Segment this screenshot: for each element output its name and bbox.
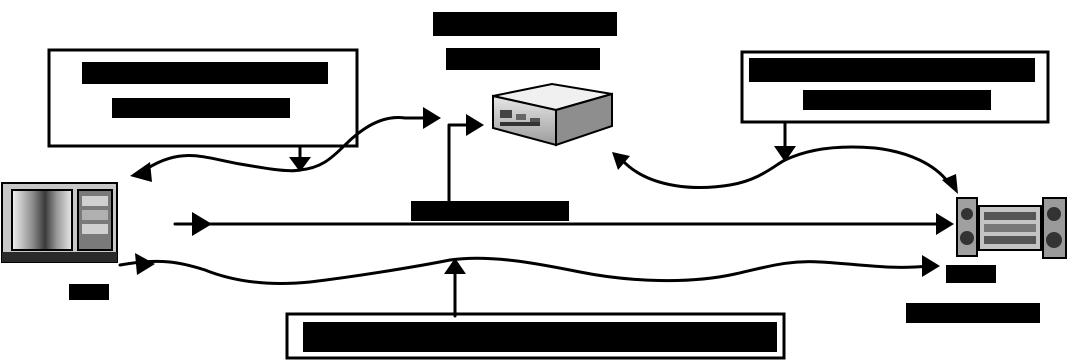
callout-top-right: [742, 52, 1048, 122]
arrowhead: [936, 213, 954, 235]
arrowhead: [192, 212, 212, 236]
arrowhead: [135, 253, 155, 275]
stereo-label-line2: [906, 303, 1040, 323]
arrowhead: [466, 114, 484, 136]
set-top-box-icon: [493, 84, 612, 145]
arrowhead: [423, 107, 441, 129]
wire-upper-right: [612, 122, 958, 194]
stereo-label-line1: [946, 265, 996, 283]
arrowhead: [774, 146, 796, 162]
redacted-label: [303, 322, 777, 352]
stereo-system-icon: [957, 198, 1066, 258]
callout-top-left: [49, 50, 357, 146]
wire-lower-wavy: [120, 253, 940, 316]
redacted-label: [749, 58, 1035, 82]
redacted-label: [446, 48, 600, 70]
center-junction-label: [411, 201, 569, 221]
redacted-label: [433, 12, 617, 36]
arrowhead: [612, 152, 630, 170]
television-icon: [2, 183, 117, 262]
arrowhead: [130, 162, 152, 182]
wire-receiver-down: [449, 114, 484, 203]
redacted-label: [803, 90, 991, 110]
redacted-label: [112, 98, 290, 118]
arrowhead: [922, 255, 940, 277]
callout-bottom: [287, 314, 784, 358]
redacted-label: [82, 62, 328, 84]
receiver-title: [433, 12, 617, 70]
tv-label: [69, 284, 109, 300]
